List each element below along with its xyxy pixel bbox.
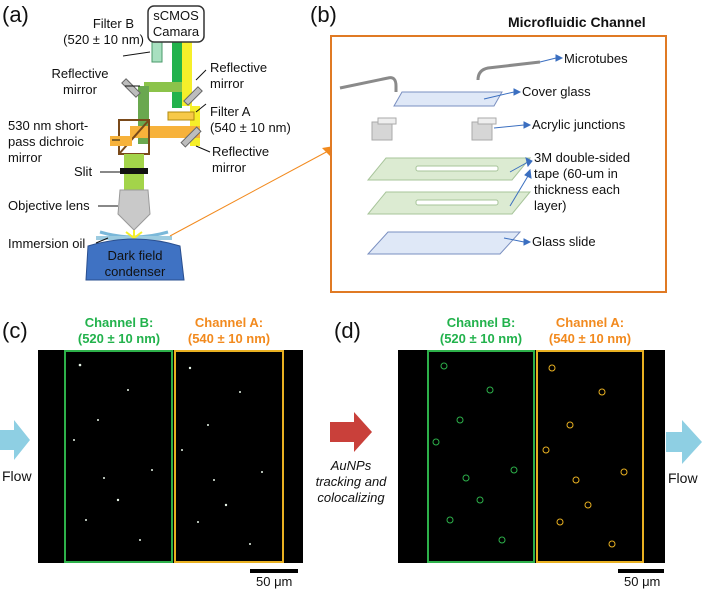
process-arrow: [330, 412, 372, 452]
acrylic-junction-left: [371, 117, 397, 141]
tape-layer-top: [366, 157, 532, 181]
filter-a: [167, 111, 195, 121]
zoom-leader-line: [169, 149, 331, 237]
scmos-camera: [147, 5, 205, 43]
image-d-yellow-circles: [542, 364, 628, 548]
microtube-left: [339, 76, 398, 92]
panel-label-d: (d): [334, 318, 361, 343]
yellow-beam-up: [182, 42, 192, 106]
cover-glass: [393, 91, 503, 107]
microfluidic-title: Microfluidic Channel: [508, 14, 646, 30]
microtube-right: [476, 60, 541, 81]
scale-bar-label-c: 50 μm: [256, 574, 293, 589]
image-d-background: [398, 350, 665, 563]
green-beam-left: [138, 86, 149, 144]
cover-glass-label: Cover glass: [522, 84, 591, 99]
channel-a-header-d: Channel A:(540 ± 10 nm): [548, 315, 632, 346]
mirror-bottom-leader: [195, 145, 211, 153]
filter-a-leader: [195, 103, 207, 113]
image-c-channel-a-box: [174, 350, 284, 563]
filter-b-leader: [122, 51, 151, 57]
reflective-mirror-left: [121, 78, 141, 98]
oil-leader: [95, 237, 109, 244]
mirror-top-leader: [195, 69, 207, 81]
orange-beam: [130, 126, 200, 138]
acrylic-junction-right: [471, 117, 497, 141]
channel-a-header-c: Channel A:(540 ± 10 nm): [187, 315, 271, 346]
flow-label-right: Flow: [668, 470, 698, 486]
slit-bar: [120, 168, 148, 174]
tape-layer-bottom: [366, 191, 532, 215]
panel-label-a: (a): [2, 2, 29, 27]
green-beam-to-camera: [172, 40, 182, 108]
dark-field-condenser: [85, 238, 185, 281]
channel-b-header-c: Channel B:(520 ± 10 nm): [77, 315, 161, 346]
panel-label-c: (c): [2, 318, 28, 343]
filter-b: [151, 39, 163, 63]
microtubes-label: Microtubes: [564, 51, 628, 66]
orange-beam-into-cube: [110, 136, 132, 146]
objective-lens: [117, 189, 151, 231]
filter-b-label: Filter B(520 ± 10 nm): [63, 16, 144, 47]
glass-slide: [366, 231, 522, 255]
focus-spark: [125, 230, 143, 239]
flow-arrow-right: [666, 420, 702, 464]
blue-leaders: [483, 54, 564, 246]
image-d-channel-a-box: [536, 350, 644, 563]
image-d-channel-b-box: [427, 350, 535, 563]
flow-label-left: Flow: [2, 468, 32, 484]
reflective-mirror-top: [183, 86, 203, 106]
slit-label: Slit: [74, 164, 93, 179]
reflective-mirror-bottom: [180, 126, 202, 148]
dichroic-diagonal: [118, 119, 150, 155]
filter-a-label: Filter A(540 ± 10 nm): [210, 104, 291, 135]
image-d-green-circles: [432, 362, 518, 544]
scale-bar-d: [618, 569, 664, 573]
immersion-oil-label: Immersion oil: [8, 236, 86, 251]
panel-label-b: (b): [310, 2, 337, 27]
flow-arrow-left: [0, 420, 30, 460]
image-c-background: [38, 350, 303, 563]
image-c-channel-b-box: [64, 350, 173, 563]
green-beam-top: [144, 82, 184, 92]
acrylic-label: Acrylic junctions: [532, 117, 626, 132]
image-c-particles: [73, 363, 263, 545]
glass-slide-label: Glass slide: [532, 234, 596, 249]
scale-bar-c: [250, 569, 298, 573]
scale-bar-label-d: 50 μm: [624, 574, 661, 589]
channel-b-header-d: Channel B:(520 ± 10 nm): [439, 315, 523, 346]
objective-label: Objective lens: [8, 198, 90, 213]
